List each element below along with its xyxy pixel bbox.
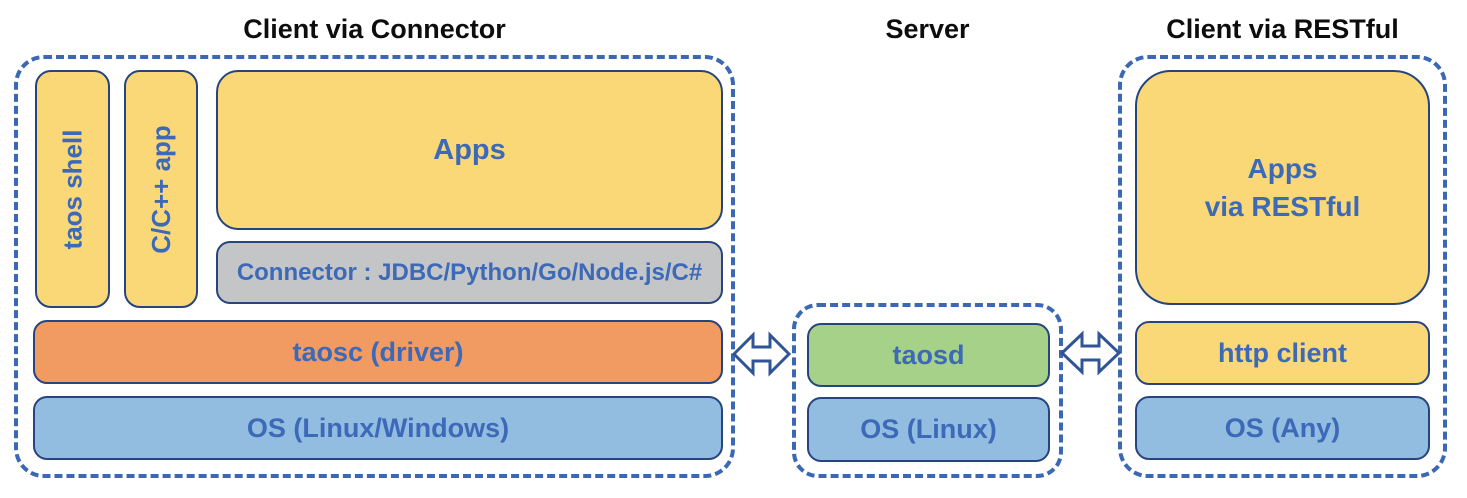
node-os-linux-windows: OS (Linux/Windows) [33,396,723,460]
node-taos-shell-label: taos shell [57,129,87,249]
group-client-via-connector [14,55,735,478]
node-apps-via-restful: Apps via RESTful [1135,70,1430,305]
node-os-any: OS (Any) [1135,396,1430,460]
node-apps-via-restful-label-line2: via RESTful [1204,190,1361,222]
group-client-via-restful [1118,55,1447,478]
group-server [792,303,1063,478]
section-title-server: Server [885,14,970,44]
section-title-client-via-connector: Client via Connector [243,14,506,44]
bidirectional-arrow-icon [732,331,791,377]
bidirectional-arrow-icon [1060,330,1121,376]
node-apps-via-restful-label-line1: Apps [1247,152,1318,184]
node-os-linux: OS (Linux) [807,397,1050,462]
node-taosd: taosd [807,323,1050,387]
node-c-cpp-app-label: C/C++ app [145,124,176,254]
section-title-client-via-restful: Client via RESTful [1166,14,1399,44]
node-taos-shell: taos shell [35,70,110,308]
node-apps: Apps [216,70,723,230]
node-http-client: http client [1135,321,1430,385]
node-connector: Connector : JDBC/Python/Go/Node.js/C# [216,241,723,304]
node-taosc-driver: taosc (driver) [33,320,723,384]
node-c-cpp-app: C/C++ app [124,70,198,308]
